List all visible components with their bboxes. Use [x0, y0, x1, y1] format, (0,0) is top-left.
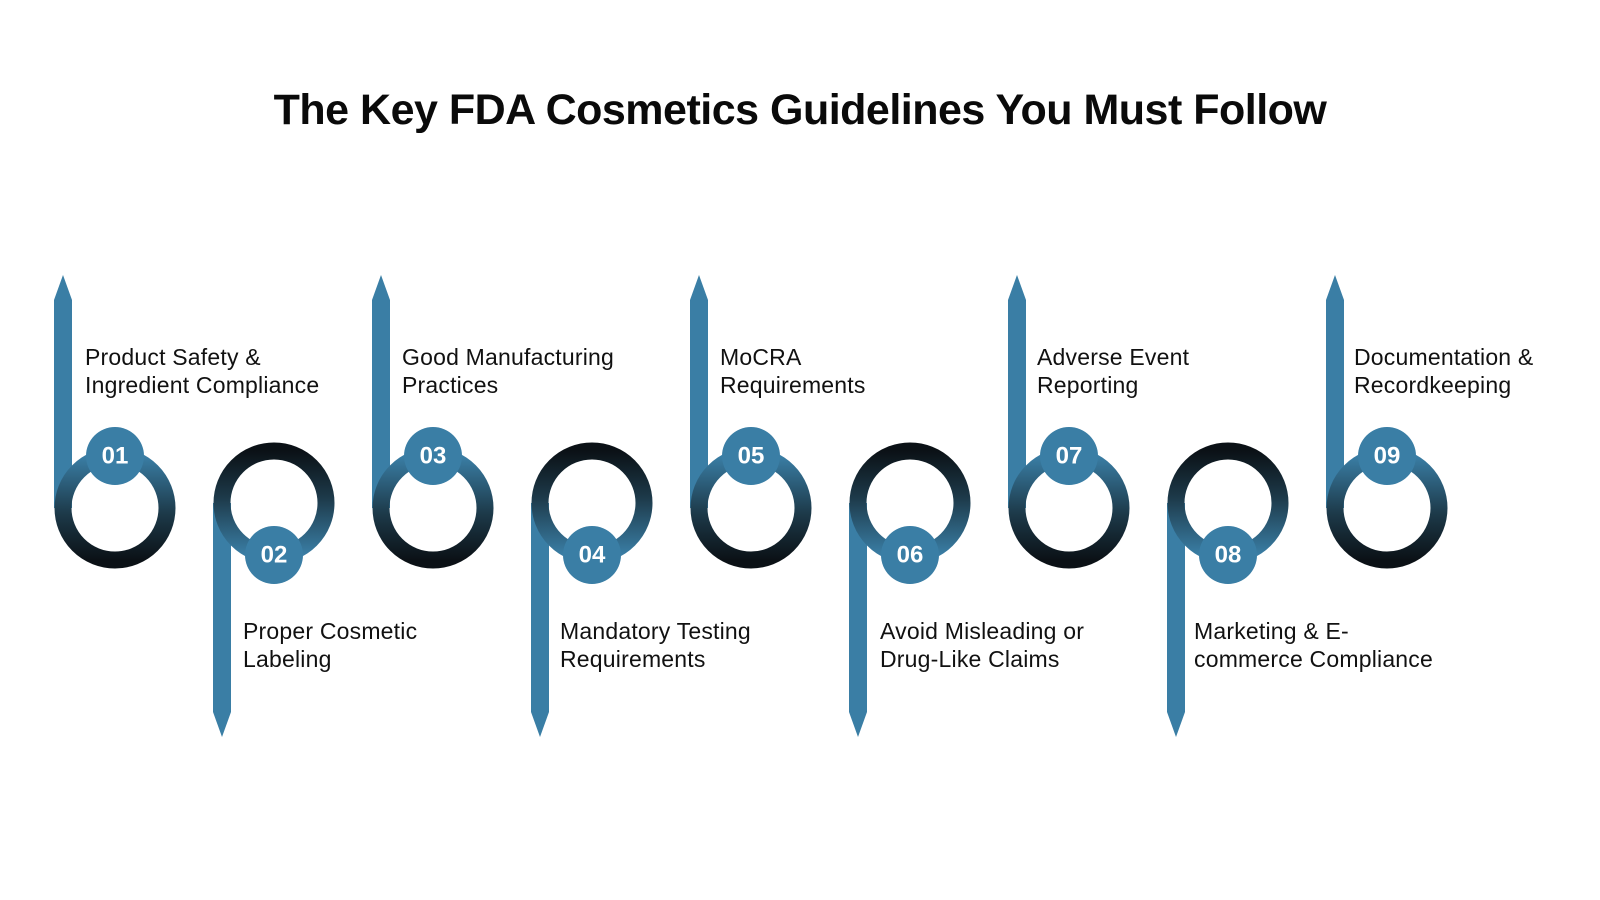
step-04-label-line2: Requirements [560, 646, 706, 672]
step-07-label-line2: Reporting [1037, 372, 1139, 398]
step-07-stem [1008, 275, 1026, 508]
step-08-label: Marketing & E- commerce Compliance [1194, 617, 1433, 673]
step-09-badge [1358, 427, 1416, 485]
step-03-number: 03 [420, 442, 447, 469]
step-02-badge [245, 526, 303, 584]
step-06-label-line2: Drug-Like Claims [880, 646, 1060, 672]
step-07-number: 07 [1056, 442, 1083, 469]
step-05: 05 [690, 275, 812, 569]
step-08-label-line1: Marketing & E- [1194, 618, 1349, 644]
step-07-label-line1: Adverse Event [1037, 344, 1190, 370]
step-02: 02 [213, 442, 335, 737]
step-04-badge [563, 526, 621, 584]
step-08: 08 [1167, 442, 1289, 737]
step-08-stem [1167, 503, 1185, 737]
step-03-label-line2: Practices [402, 372, 499, 398]
step-02-number: 02 [261, 541, 288, 568]
step-03-label: Good Manufacturing Practices [402, 343, 614, 399]
step-08-label-line2: commerce Compliance [1194, 646, 1433, 672]
step-07-label: Adverse Event Reporting [1037, 343, 1189, 399]
step-07: 07 [1008, 275, 1130, 569]
step-06-stem [849, 503, 867, 737]
step-05-label-line2: Requirements [720, 372, 866, 398]
step-09-label-line1: Documentation & [1354, 344, 1534, 370]
step-09-stem [1326, 275, 1344, 508]
step-01-label-line1: Product Safety & [85, 344, 261, 370]
step-01: 01 [54, 275, 176, 569]
step-04-label-line1: Mandatory Testing [560, 618, 751, 644]
step-05-label-line1: MoCRA [720, 344, 802, 370]
step-01-label: Product Safety & Ingredient Compliance [85, 343, 319, 399]
step-05-label: MoCRA Requirements [720, 343, 866, 399]
step-09-number: 09 [1374, 442, 1401, 469]
step-06-number: 06 [897, 541, 924, 568]
step-09-label-line2: Recordkeeping [1354, 372, 1512, 398]
step-08-number: 08 [1215, 541, 1242, 568]
step-04-stem [531, 503, 549, 737]
step-09: 09 [1326, 275, 1448, 569]
step-02-stem [213, 503, 231, 737]
step-02-label-line1: Proper Cosmetic [243, 618, 418, 644]
step-01-badge [86, 427, 144, 485]
step-07-badge [1040, 427, 1098, 485]
step-03-stem [372, 275, 390, 508]
step-03: 03 [372, 275, 494, 569]
page-title: The Key FDA Cosmetics Guidelines You Mus… [273, 86, 1327, 134]
step-05-number: 05 [738, 442, 765, 469]
step-06-label-line1: Avoid Misleading or [880, 618, 1085, 644]
step-03-label-line1: Good Manufacturing [402, 344, 615, 370]
step-06: 06 [849, 442, 971, 737]
step-04-label: Mandatory Testing Requirements [560, 617, 751, 673]
step-06-label: Avoid Misleading or Drug-Like Claims [880, 617, 1084, 673]
step-08-badge [1199, 526, 1257, 584]
step-01-label-line2: Ingredient Compliance [85, 372, 320, 398]
step-06-badge [881, 526, 939, 584]
step-01-stem [54, 275, 72, 508]
step-02-label-line2: Labeling [243, 646, 332, 672]
step-05-badge [722, 427, 780, 485]
step-01-number: 01 [102, 442, 129, 469]
step-04-number: 04 [579, 541, 606, 568]
step-02-label: Proper Cosmetic Labeling [243, 617, 417, 673]
step-03-badge [404, 427, 462, 485]
step-04: 04 [531, 442, 653, 737]
step-05-stem [690, 275, 708, 508]
step-09-label: Documentation & Recordkeeping [1354, 343, 1533, 399]
